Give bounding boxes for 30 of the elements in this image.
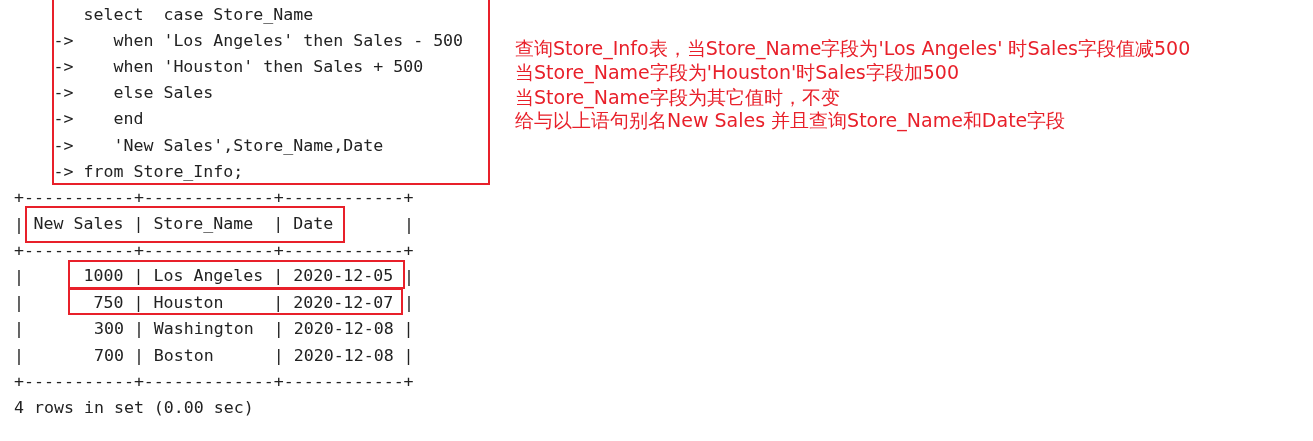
highlight-box <box>68 287 403 316</box>
code-line: -> else Sales <box>53 82 214 105</box>
table-border: | <box>404 213 414 236</box>
table-border: +-----------+-------------+------------+ <box>14 239 414 262</box>
code-line: -> when 'Los Angeles' then Sales - 500 <box>53 29 464 52</box>
table-row-text: | 700 | Boston | 2020-12-08 | <box>14 344 414 367</box>
highlight-box <box>68 260 405 289</box>
code-line: -> when 'Houston' then Sales + 500 <box>53 55 424 78</box>
table-row-text: 750 | Houston | 2020-12-07 <box>93 291 394 314</box>
table-border: | <box>14 266 24 288</box>
table-row-text: | 300 | Washington | 2020-12-08 | <box>14 318 414 341</box>
table-border: +-----------+-------------+------------+ <box>14 187 414 210</box>
code-line: -> 'New Sales',Store_Name,Date <box>53 134 384 157</box>
result-summary: 4 rows in set (0.00 sec) <box>14 397 254 419</box>
table-border: | <box>404 292 414 315</box>
table-header: New Sales | Store_Name | Date <box>33 213 334 236</box>
table-border: | <box>14 292 24 315</box>
highlight-box <box>52 0 490 186</box>
table-row-text: 1000 | Los Angeles | 2020-12-05 <box>83 265 394 288</box>
table-border: | <box>14 213 24 236</box>
table-border: | <box>404 266 414 288</box>
code-line: select case Store_Name <box>83 3 314 26</box>
code-line: -> from Store_Info; <box>53 160 244 183</box>
table-border: +-----------+-------------+------------+ <box>14 370 414 393</box>
annotation-text: 查询Store_Info表，当Store_Name字段为'Los Angeles' 时Sales字段值减500 <box>515 36 1191 60</box>
code-line: -> end <box>53 108 144 131</box>
annotation-text: 给与以上语句别名New Sales 并且查询Store_Name和Date字段 <box>515 109 1066 132</box>
annotation-text: 当Store_Name字段为其它值时，不变 <box>515 85 840 109</box>
annotation-text: 当Store_Name字段为'Houston'时Sales字段加500 <box>515 60 960 84</box>
highlight-box <box>25 206 345 244</box>
